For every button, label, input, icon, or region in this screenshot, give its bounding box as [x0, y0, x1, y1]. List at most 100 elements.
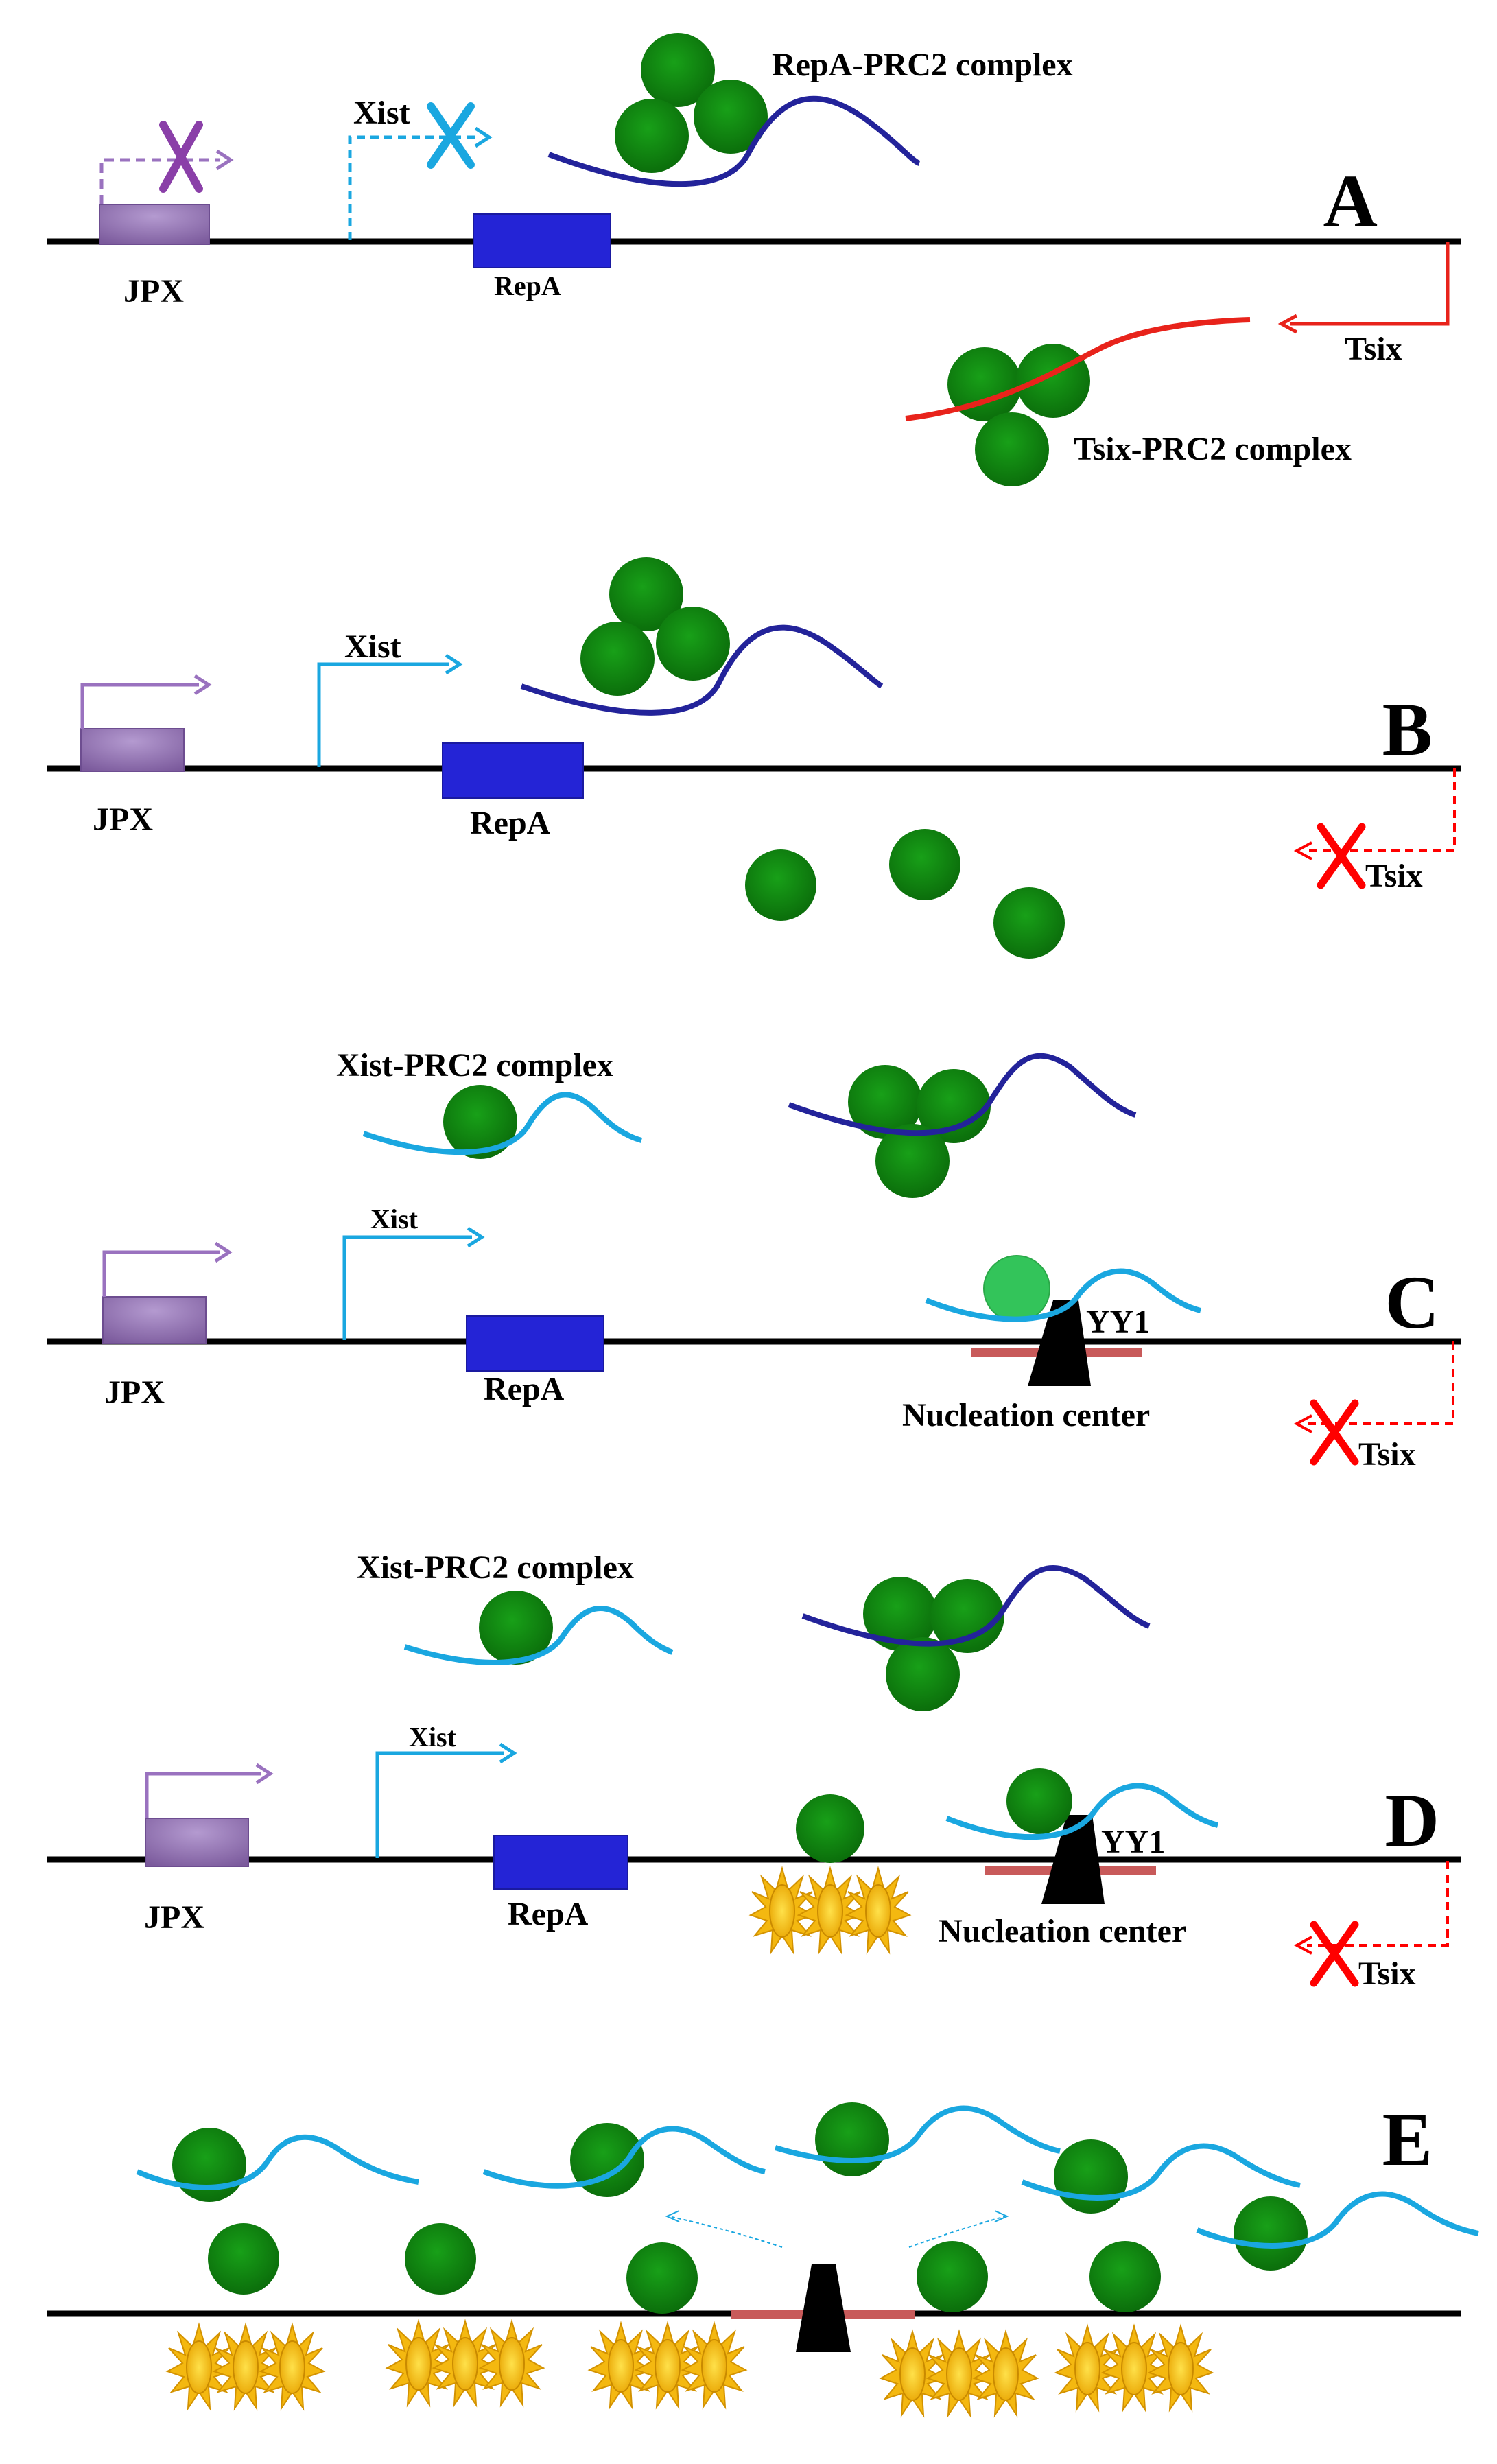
xist-label: Xist [353, 95, 410, 131]
jpx-promoter-arrow [80, 683, 199, 729]
prc2-icon [917, 2241, 988, 2312]
xist-rna [482, 2126, 766, 2189]
tsix-label: Tsix [1365, 858, 1423, 894]
repa-gene [466, 1315, 604, 1372]
sun-icon [167, 2324, 231, 2409]
jpx-label: JPX [123, 273, 184, 309]
repa-label: RepA [508, 1896, 589, 1932]
tsix-label: Tsix [1358, 1436, 1416, 1472]
repa-prc2-complex [520, 557, 884, 716]
prc2-icon [815, 2102, 889, 2176]
prc2-icon [443, 1085, 517, 1159]
prc2-icon [172, 2128, 246, 2202]
prc2-icon [656, 607, 730, 681]
xist-prc2-complex [1021, 2139, 1301, 2214]
nucleation-label: Nucleation center [939, 1913, 1186, 1949]
xist-rna [136, 2134, 419, 2190]
sun-icon [433, 2321, 497, 2406]
yy1-icon [796, 2264, 851, 2352]
prc2-icon [1054, 2139, 1128, 2214]
jpx-gene [80, 728, 185, 772]
tsix-promoter-arrow [1307, 1861, 1449, 1947]
tsix-rna [905, 317, 1251, 421]
x-mark-icon [1310, 1399, 1359, 1466]
xist-promoter-arrow [317, 662, 449, 767]
yy1-icon [1028, 1300, 1091, 1386]
panel-a: JPX Xist RepA RepA-PRC2 complex A Tsix [47, 33, 1461, 486]
yy1-label: YY1 [1101, 1824, 1165, 1860]
nucleation-label: Nucleation center [902, 1397, 1150, 1433]
repa-rna [788, 1053, 1137, 1136]
arrowhead-icon [1293, 1936, 1312, 1955]
sun-icon [846, 1868, 910, 1953]
xist-prc2-complex [403, 1591, 674, 1665]
prc2-icon [930, 1579, 1004, 1653]
x-mark-icon [1317, 823, 1366, 889]
xist-promoter-arrow [348, 135, 480, 240]
prc2-icon [1234, 2196, 1308, 2271]
silencing-mark-icons [750, 1868, 910, 1953]
xist-prc2-complex [136, 2128, 419, 2202]
xist-rna [945, 1783, 1219, 1840]
jpx-promoter-arrow [102, 1250, 220, 1297]
prc2-icon [1006, 1768, 1072, 1834]
repa-gene [473, 213, 611, 268]
sun-icon [682, 2323, 746, 2408]
silencing-mark-icons [167, 2321, 1213, 2416]
repa-label: RepA [494, 270, 561, 301]
prc2-icon [580, 622, 655, 696]
prc2-icon [886, 1637, 960, 1711]
tsix-label: Tsix [1345, 331, 1402, 367]
spread-right-arrow [908, 2216, 1006, 2248]
panel-letter-d: D [1385, 1779, 1439, 1862]
xist-label: Xist [409, 1722, 457, 1752]
prc2-icon [983, 1255, 1050, 1322]
x-mark-icon [427, 102, 475, 169]
prc2-icon [975, 412, 1049, 486]
jpx-promoter-arrow [145, 1772, 261, 1818]
xist-rna [362, 1092, 643, 1155]
arrowhead-icon [994, 2210, 1009, 2222]
xist-rna [1021, 2143, 1301, 2201]
repa-prc2-complex [788, 1053, 1137, 1198]
prc2-icon [875, 1124, 950, 1198]
xist-prc2-complex [774, 2102, 1061, 2176]
xist-promoter-arrow [342, 1235, 472, 1340]
jpx-label: JPX [93, 801, 153, 838]
panel-b: JPX Xist RepA B Tsix [47, 557, 1461, 959]
arrowhead-icon [215, 149, 234, 171]
jpx-label: JPX [144, 1899, 204, 1936]
repa-prc2-complex [547, 33, 921, 187]
arrowhead-icon [1293, 1414, 1312, 1433]
xist-rna [403, 1605, 674, 1665]
tsix-label: Tsix [1358, 1956, 1416, 1992]
arrowhead-icon [1293, 841, 1312, 860]
repa-rna [520, 624, 884, 716]
panel-d: Xist-PRC2 complex JPX Xist RepA [47, 1549, 1461, 1992]
prc2-icon [479, 1591, 553, 1665]
sun-icon [880, 2331, 945, 2416]
xist-complex-label: Xist-PRC2 complex [336, 1047, 613, 1083]
sun-icon [1102, 2325, 1166, 2410]
xist-prc2-complex [1196, 2191, 1479, 2271]
prc2-icon [745, 849, 816, 921]
sun-icon [1148, 2325, 1213, 2410]
xist-rna [925, 1268, 1202, 1322]
prc2-icon [641, 33, 715, 107]
xist-complex-label: Xist-PRC2 complex [357, 1549, 634, 1586]
jpx-gene [145, 1818, 249, 1867]
prc2-icon [208, 2223, 279, 2295]
arrowhead-icon [255, 1763, 274, 1785]
arrowhead-icon [1277, 314, 1298, 334]
xist-promoter-arrow [375, 1751, 504, 1858]
spread-left-arrow [668, 2216, 783, 2248]
xist-prc2-complex [362, 1085, 643, 1159]
tsix-promoter-arrow [1307, 1341, 1454, 1425]
prc2-icon [1089, 2241, 1161, 2312]
sun-icon [798, 1868, 862, 1953]
sun-icon [589, 2323, 653, 2408]
tsix-prc2-complex [905, 317, 1251, 486]
prc2-icon [626, 2242, 698, 2314]
xist-label: Xist [344, 629, 401, 665]
